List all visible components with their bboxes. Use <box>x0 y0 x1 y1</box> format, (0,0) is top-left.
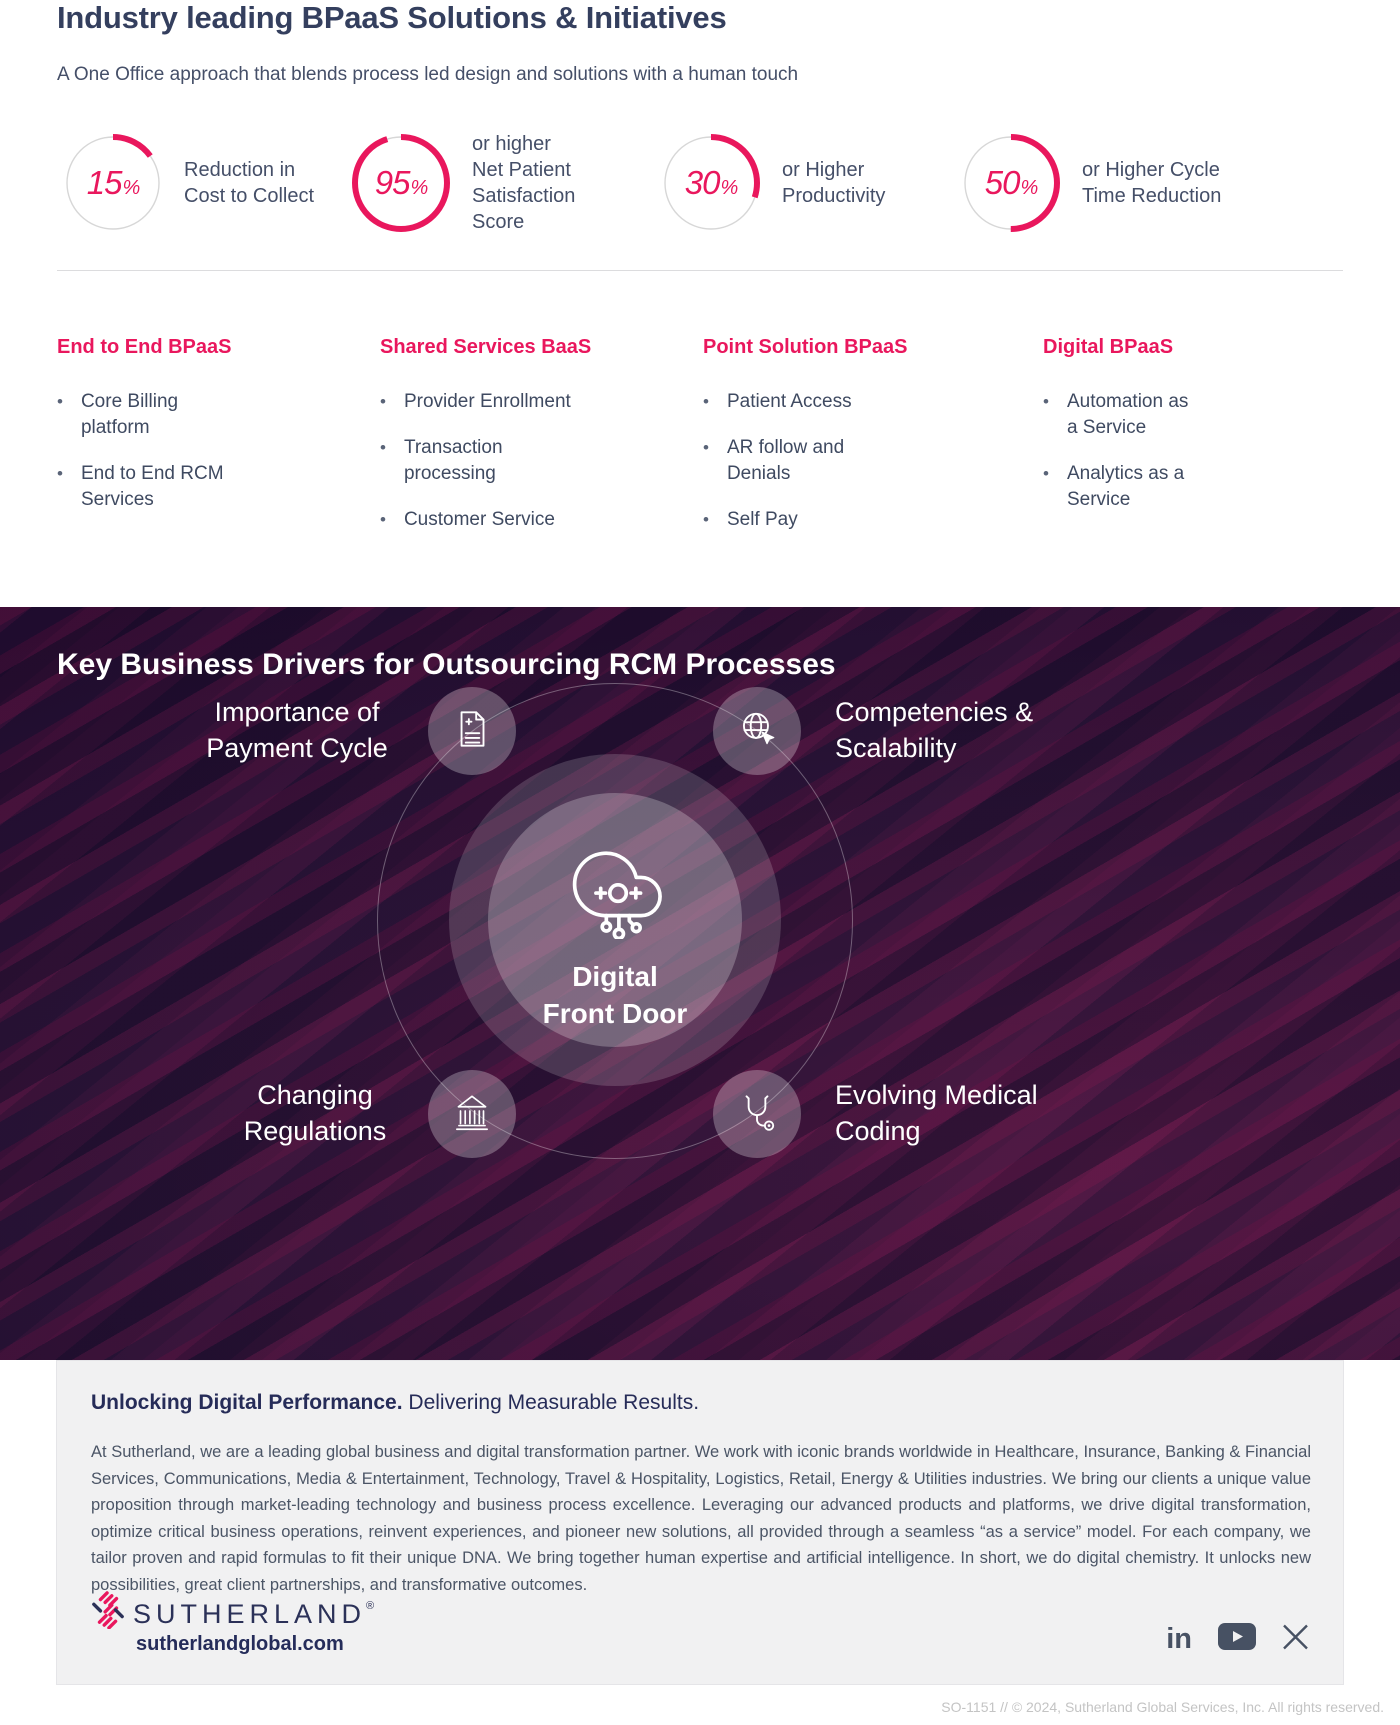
hero-section: Industry leading BPaaS Solutions & Initi… <box>0 0 1400 607</box>
list-item: •Automation as a Service <box>1043 389 1313 441</box>
page-title: Industry leading BPaaS Solutions & Initi… <box>57 0 727 35</box>
column-end-to-end-bpaas: End to End BPaaS •Core Billing platform … <box>57 336 327 533</box>
list-item: •Analytics as a Service <box>1043 461 1313 513</box>
stat-value: 50% <box>984 164 1039 201</box>
column-shared-services-baas: Shared Services BaaS •Provider Enrollmen… <box>380 336 650 553</box>
center-circle-inner <box>488 793 742 1047</box>
bullet-dot: • <box>1043 392 1049 411</box>
digital-front-door-node: Digital Front Door <box>465 835 765 1032</box>
list-item: •Patient Access <box>703 389 973 415</box>
website-link[interactable]: sutherlandglobal.com <box>136 1633 344 1655</box>
competencies-node <box>713 687 801 775</box>
youtube-icon[interactable] <box>1218 1623 1256 1655</box>
sutherland-logo-mark <box>91 1589 125 1634</box>
stat-label: or Higher Productivity <box>782 159 886 207</box>
progress-ring: 95% <box>352 134 450 232</box>
list-item: •Core Billing platform <box>57 389 327 441</box>
stat-label: Reduction in Cost to Collect <box>184 159 315 207</box>
list-item: •Self Pay <box>703 507 973 533</box>
progress-ring: 50% <box>962 134 1060 232</box>
section-divider <box>57 270 1343 271</box>
stat-value: 30% <box>684 164 739 201</box>
column-heading: Shared Services BaaS <box>380 336 592 358</box>
payment-cycle-node <box>428 687 516 775</box>
stat-patient-satisfaction: 95% or higher Net Patient Satisfaction S… <box>352 133 576 233</box>
bullet-dot: • <box>380 438 386 457</box>
regulations-label: Changing Regulations <box>243 1080 387 1146</box>
stat-label: or higher Net Patient Satisfaction Score <box>472 133 576 233</box>
list-item: •Transaction processing <box>380 435 650 487</box>
bullet-dot: • <box>57 392 63 411</box>
bullet-dot: • <box>703 438 709 457</box>
center-circle-outer <box>449 754 781 1086</box>
about-section: Unlocking Digital Performance. Deliverin… <box>56 1360 1344 1685</box>
stat-cycle-time: 50% or Higher Cycle Time Reduction <box>962 134 1221 232</box>
bullet-dot: • <box>380 392 386 411</box>
progress-ring: 30% <box>662 134 760 232</box>
stat-label: or Higher Cycle Time Reduction <box>1082 159 1222 207</box>
bullet-dot: • <box>703 392 709 411</box>
payment-cycle-label: Importance of Payment Cycle <box>206 697 388 763</box>
list-item: •End to End RCM Services <box>57 461 327 513</box>
linkedin-icon[interactable]: in <box>1166 1622 1192 1655</box>
sutherland-wordmark: SUTHERLAND® <box>133 1599 375 1629</box>
column-heading: Point Solution BPaaS <box>703 336 908 358</box>
medical-coding-node <box>713 1070 801 1158</box>
x-icon[interactable] <box>1282 1624 1309 1655</box>
bullet-dot: • <box>380 510 386 529</box>
bullet-dot: • <box>703 510 709 529</box>
drivers-section: Key Business Drivers for Outsourcing RCM… <box>0 607 1400 1360</box>
page-subtitle: A One Office approach that blends proces… <box>57 64 799 85</box>
about-heading-regular: Delivering Measurable Results. <box>402 1391 700 1414</box>
bullet-dot: • <box>57 464 63 483</box>
medical-coding-label: Evolving Medical Coding <box>835 1080 1038 1146</box>
stethoscope-icon <box>734 1089 780 1140</box>
bank-icon <box>449 1089 495 1140</box>
about-heading: Unlocking Digital Performance. Deliverin… <box>91 1391 699 1415</box>
bullet-dot: • <box>1043 464 1049 483</box>
registered-mark: ® <box>366 1600 375 1612</box>
progress-ring: 15% <box>64 134 162 232</box>
column-heading: End to End BPaaS <box>57 336 232 358</box>
drivers-heading: Key Business Drivers for Outsourcing RCM… <box>57 648 836 681</box>
list-item: •Customer Service <box>380 507 650 533</box>
stat-value: 95% <box>374 164 429 201</box>
cloud-network-icon <box>563 835 667 944</box>
orbit-ring <box>377 683 853 1159</box>
competencies-label: Competencies & Scalability <box>835 697 1034 763</box>
regulations-node <box>428 1070 516 1158</box>
about-heading-bold: Unlocking Digital Performance. <box>91 1391 403 1414</box>
about-body: At Sutherland, we are a leading global b… <box>91 1443 1311 1594</box>
list-item: •Provider Enrollment <box>380 389 650 415</box>
stat-productivity: 30% or Higher Productivity <box>662 134 885 232</box>
social-links: in <box>1166 1623 1309 1655</box>
stat-value: 15% <box>86 164 141 201</box>
column-digital-bpaas: Digital BPaaS •Automation as a Service •… <box>1043 336 1313 533</box>
stat-cost-to-collect: 15% Reduction in Cost to Collect <box>64 134 314 232</box>
column-heading: Digital BPaaS <box>1043 336 1174 358</box>
column-point-solution-bpaas: Point Solution BPaaS •Patient Access •AR… <box>703 336 973 553</box>
document-plus-icon <box>449 706 495 757</box>
digital-front-door-label: Digital Front Door <box>542 961 688 1029</box>
copyright-text: SO-1151 // © 2024, Sutherland Global Ser… <box>941 1699 1384 1715</box>
globe-cursor-icon <box>734 706 780 757</box>
list-item: •AR follow and Denials <box>703 435 973 487</box>
